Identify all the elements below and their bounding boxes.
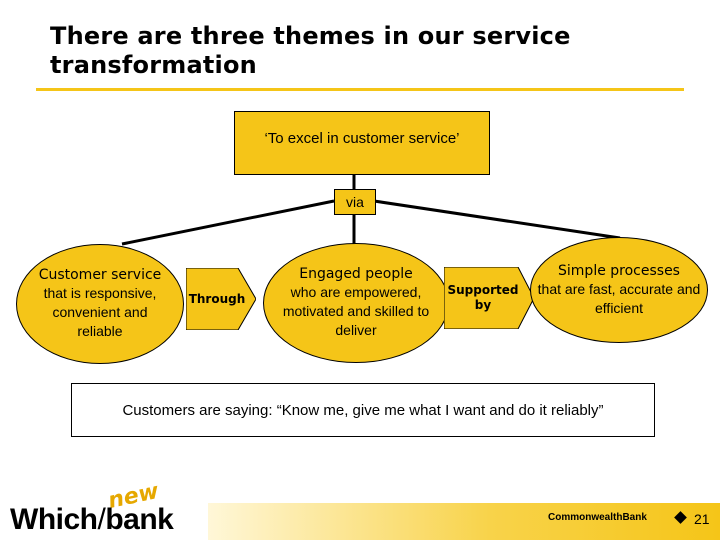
logo-bank-text: bank [105,503,174,536]
mission-box: ‘To excel in customer service’ [234,111,490,175]
theme-description: that is responsive, convenient and relia… [43,285,157,339]
customer-quote-text: Customers are saying: “Know me, give me … [122,401,604,419]
page-number: 21 [694,511,710,527]
theme-description: who are empowered, motivated and skilled… [282,284,430,338]
connector-via-right [373,199,621,240]
title-divider [36,88,684,91]
theme-heading: Simple processes [558,262,680,279]
arrow-supported-by-label: Supported by [447,283,519,312]
via-box: via [334,189,376,215]
theme-customer-service: Customer service that is responsive, con… [16,244,184,364]
commonwealth-bank-wordmark: CommonwealthBank [548,512,647,523]
theme-engaged-people: Engaged people who are empowered, motiva… [263,243,449,363]
arrow-supported-by: Supported by [444,267,534,329]
arrow-through: Through [186,268,256,330]
arrow-through-label: Through [188,291,246,306]
customer-quote-box: Customers are saying: “Know me, give me … [71,383,655,437]
which-new-bank-logo: new Which/bank [10,479,210,536]
theme-simple-processes: Simple processes that are fast, accurate… [530,237,708,343]
theme-heading: Engaged people [299,266,413,282]
logo-wordmark: Which/bank [10,503,174,536]
via-label: via [346,194,364,210]
footer-band [208,503,720,540]
slide-title: There are three themes in our service tr… [50,22,571,79]
theme-heading: Customer service [38,267,162,283]
connector-via-left [121,199,335,246]
mission-text: ‘To excel in customer service’ [264,129,460,147]
logo-which-text: Which [10,503,98,536]
theme-description: that are fast, accurate and efficient [537,280,701,316]
